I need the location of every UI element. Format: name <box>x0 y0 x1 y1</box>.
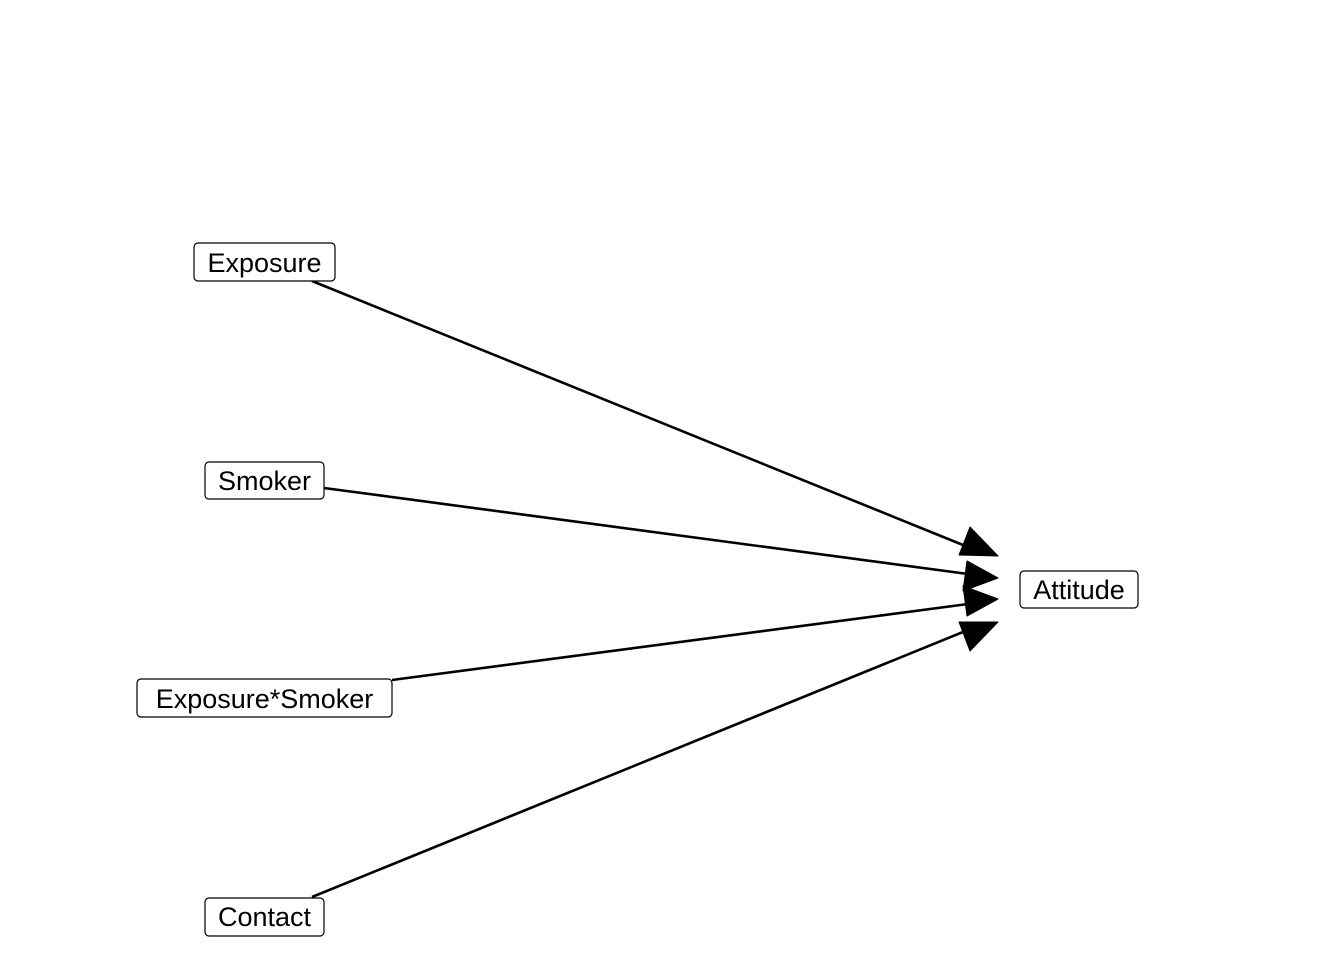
node-attitude: Attitude <box>1019 570 1139 609</box>
arrowhead-smoker-to-attitude-icon <box>962 560 999 592</box>
arrowhead-exposure-smoker-to-attitude-icon <box>962 585 999 617</box>
edge-exposure-smoker-to-attitude <box>391 602 969 682</box>
edge-smoker-to-attitude <box>323 486 969 576</box>
node-box <box>136 678 393 718</box>
node-smoker: Smoker <box>204 461 325 500</box>
arrowhead-contact-to-attitude-icon <box>958 621 999 652</box>
node-label-contact: Contact <box>218 902 312 932</box>
node-box <box>204 461 325 500</box>
node-box <box>204 897 325 937</box>
node-contact: Contact <box>204 897 325 937</box>
node-label-smoker: Smoker <box>218 466 311 496</box>
edges <box>311 279 999 899</box>
node-exposure-smoker: Exposure*Smoker <box>136 678 393 718</box>
edge-exposure-to-attitude <box>311 279 964 547</box>
edge-contact-to-attitude <box>311 630 964 899</box>
arrowhead-exposure-to-attitude-icon <box>958 526 999 557</box>
node-label-exposure-smoker: Exposure*Smoker <box>156 684 374 714</box>
node-exposure: Exposure <box>193 242 336 282</box>
node-box <box>1019 570 1139 609</box>
node-label-attitude: Attitude <box>1033 575 1125 605</box>
node-label-exposure: Exposure <box>207 248 321 278</box>
node-box <box>193 242 336 282</box>
